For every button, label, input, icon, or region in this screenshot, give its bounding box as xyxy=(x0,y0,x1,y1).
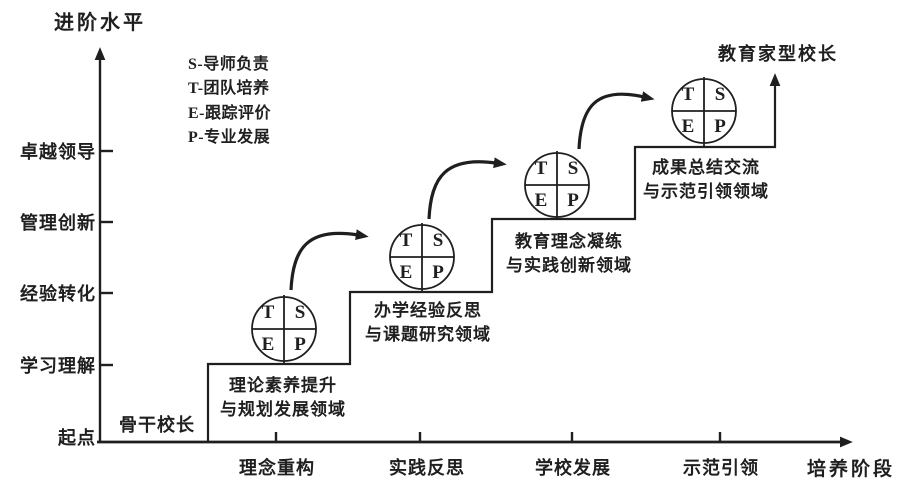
step-label-2-line1: 办学经验反思 xyxy=(374,301,482,320)
step-label-1-line2: 与规划发展领域 xyxy=(220,400,346,419)
step-label-4: 成果总结交流 与示范引领领域 xyxy=(606,156,806,204)
x-axis-label-demonstration-lead: 示范引领 xyxy=(683,458,759,478)
progress-arc-3 xyxy=(577,91,655,150)
quadrant-letter-p: P xyxy=(294,334,306,355)
quadrant-letter-t: T xyxy=(534,158,548,179)
start-role-label: 骨干校长 xyxy=(119,415,195,435)
legend-item-e: E-跟踪评价 xyxy=(188,104,272,122)
y-axis-title: 进阶水平 xyxy=(54,12,146,34)
tsep-circle-1 xyxy=(251,295,317,363)
staircase-path xyxy=(206,73,781,442)
tsep-letters-1: T S E P xyxy=(252,297,316,361)
progress-arc-1 xyxy=(289,229,369,291)
step-label-3-line1: 教育理念凝练 xyxy=(515,232,623,251)
step-label-1-line1: 理论素养提升 xyxy=(229,376,337,395)
quadrant-letter-p: P xyxy=(714,116,726,137)
y-axis-label-start-point: 起点 xyxy=(58,428,96,448)
quadrant-letter-e: E xyxy=(681,116,695,137)
tsep-circle-4 xyxy=(671,77,737,146)
legend-item-p: P-专业发展 xyxy=(188,129,271,147)
step-label-4-line1: 成果总结交流 xyxy=(652,158,760,177)
x-axis-label-practice-reflection: 实践反思 xyxy=(389,458,465,478)
quadrant-letter-p: P xyxy=(567,190,579,211)
quadrant-letter-e: E xyxy=(399,262,413,283)
quadrant-letter-s: S xyxy=(294,302,306,323)
y-axis-label-management-innovation: 管理创新 xyxy=(20,213,96,233)
quadrant-letter-p: P xyxy=(432,262,444,283)
quadrant-letter-e: E xyxy=(534,190,548,211)
goal-role-label: 教育家型校长 xyxy=(718,44,838,64)
y-axis-label-learning-understanding: 学习理解 xyxy=(20,356,96,376)
quadrant-letter-s: S xyxy=(432,230,444,251)
quadrant-letter-t: T xyxy=(261,302,275,323)
legend-item-s: S-导师负责 xyxy=(188,56,270,73)
quadrant-letter-s: S xyxy=(567,158,579,179)
x-axis-label-school-development: 学校发展 xyxy=(535,458,611,478)
legend-item-t: T-团队培养 xyxy=(188,80,270,98)
step-label-4-line2: 与示范引领领域 xyxy=(643,182,769,201)
x-axis-label-concept-rebuild: 理念重构 xyxy=(239,458,315,478)
step-label-2-line2: 与课题研究领域 xyxy=(365,325,491,344)
quadrant-letter-e: E xyxy=(261,334,275,355)
y-axis-label-experience-transformation: 经验转化 xyxy=(20,284,96,304)
step-label-1: 理论素养提升 与规划发展领域 xyxy=(183,374,383,422)
quadrant-letter-t: T xyxy=(399,230,413,251)
tsep-letters-2: T S E P xyxy=(390,225,454,289)
y-axis-label-excellent-leadership: 卓越领导 xyxy=(20,142,96,162)
tsep-letters-4: T S E P xyxy=(672,79,736,143)
tsep-circle-3 xyxy=(524,151,590,219)
step-label-3: 教育理念凝练 与实践创新领域 xyxy=(469,230,669,278)
quadrant-letter-t: T xyxy=(681,84,695,105)
x-axis-title: 培养阶段 xyxy=(806,459,896,480)
tsep-letters-3: T S E P xyxy=(525,153,589,217)
quadrant-letter-s: S xyxy=(714,84,726,105)
tsep-circle-2 xyxy=(389,223,455,291)
step-label-3-line2: 与实践创新领域 xyxy=(506,256,632,275)
legend: S-导师负责 T-团队培养 E-跟踪评价 P-专业发展 xyxy=(188,53,271,151)
step-label-2: 办学经验反思 与课题研究领域 xyxy=(328,299,528,347)
progress-arc-2 xyxy=(427,157,507,220)
